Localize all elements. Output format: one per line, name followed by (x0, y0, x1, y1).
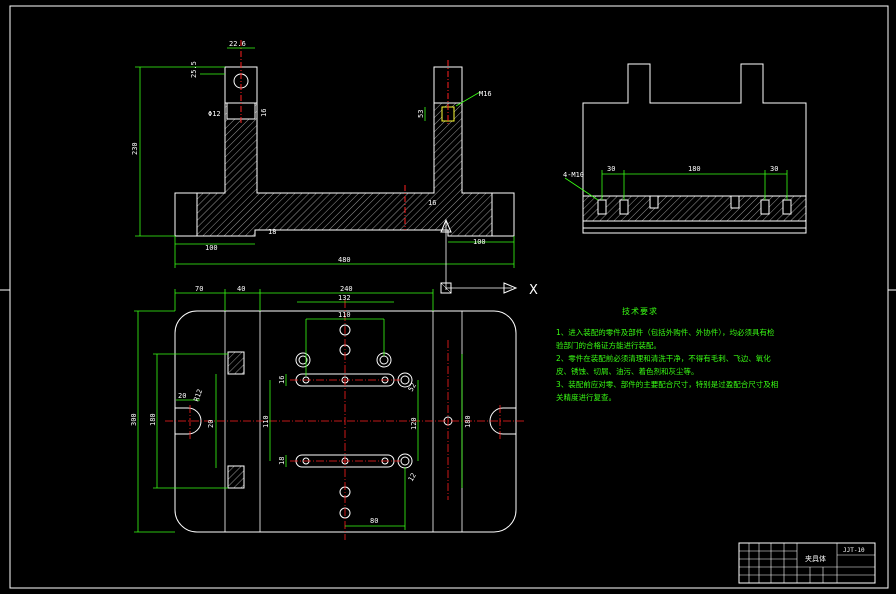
side-dimension-lines (564, 170, 788, 201)
dim-100-right: 100 (473, 238, 486, 246)
top-dim-132: 132 (338, 294, 351, 302)
top-centerlines (165, 300, 525, 540)
dim-16-b: 16 (428, 199, 436, 207)
top-dim-r12: R12 (192, 388, 204, 403)
axis-label-x: X (529, 283, 538, 298)
top-dimension-lines (134, 289, 463, 533)
dim-phi12: Φ12 (208, 110, 221, 118)
side-dim-4-m10: 4-M10 (563, 171, 584, 179)
top-block-upper (227, 351, 245, 375)
top-dim-240: 240 (340, 285, 353, 293)
top-dim-70: 70 (195, 285, 203, 293)
dim-480: 480 (338, 256, 351, 264)
front-right-foot (491, 192, 515, 237)
top-dim-180-left: 180 (149, 413, 157, 426)
view-axis (440, 218, 518, 294)
dim-22-6: 22.6 (229, 40, 246, 48)
drawing-border (9, 5, 889, 589)
side-dim-30-left: 30 (607, 165, 615, 173)
top-dim-120: 120 (410, 417, 418, 430)
top-dim-18: 18 (278, 457, 286, 465)
dim-230: 230 (131, 142, 139, 155)
title-block-code: JJT-10 (843, 547, 865, 554)
dim-53: 53 (417, 110, 425, 118)
top-dim-52: 52 (407, 382, 418, 393)
dim-100-left: 100 (205, 244, 218, 252)
top-view-rails (224, 311, 463, 532)
note-item: 1、进入装配的零件及部件（包括外购件、外协件），均必须具有检验部门的合格证方能进… (556, 328, 775, 350)
dim-18: 18 (268, 228, 276, 236)
top-dim-20-b: 20 (207, 420, 215, 428)
notes-title: 技术要求 (622, 307, 658, 316)
top-dim-110-mid: 110 (262, 415, 270, 428)
side-view-section (582, 195, 807, 222)
side-thread-holes (597, 195, 792, 215)
top-holes (295, 324, 453, 519)
top-dim-16: 16 (278, 376, 286, 384)
front-view: 22.6 25.5 Φ12 16 230 M16 53 100 100 480 … (131, 40, 515, 268)
side-view: 4-M10 30 180 30 (563, 63, 807, 234)
title-block-name: 夹具体 (805, 554, 826, 563)
side-dim-30-right: 30 (770, 165, 778, 173)
top-view-outline (174, 310, 517, 533)
top-dim-80: 80 (370, 517, 378, 525)
title-block (738, 542, 876, 584)
top-block-lower (227, 465, 245, 489)
top-view: 70 40 240 132 110 180 300 20 R12 20 110 … (130, 285, 525, 540)
top-dim-20: 20 (178, 392, 186, 400)
top-dim-300: 300 (130, 413, 138, 426)
side-view-outline (582, 63, 807, 234)
top-dim-40: 40 (237, 285, 245, 293)
top-dim-12: 12 (407, 472, 418, 483)
dim-m16: M16 (479, 90, 492, 98)
dim-16-a: 16 (260, 109, 268, 117)
technical-notes: 1、进入装配的零件及部件（包括外购件、外协件），均必须具有检验部门的合格证方能进… (556, 326, 782, 404)
top-dim-180-right: 180 (464, 415, 472, 428)
front-left-foot (174, 192, 198, 237)
dim-25-5: 25.5 (190, 61, 198, 78)
note-item: 2、零件在装配前必须清理和清洗干净，不得有毛刺、飞边、氧化皮、锈蚀、切屑、油污、… (556, 354, 771, 376)
side-dim-180: 180 (688, 165, 701, 173)
front-dimension-lines (135, 47, 515, 268)
note-item: 3、装配前应对零、部件的主要配合尺寸，特别是过盈配合尺寸及相关精度进行复查。 (556, 380, 779, 402)
top-dim-110-top: 110 (338, 311, 351, 319)
